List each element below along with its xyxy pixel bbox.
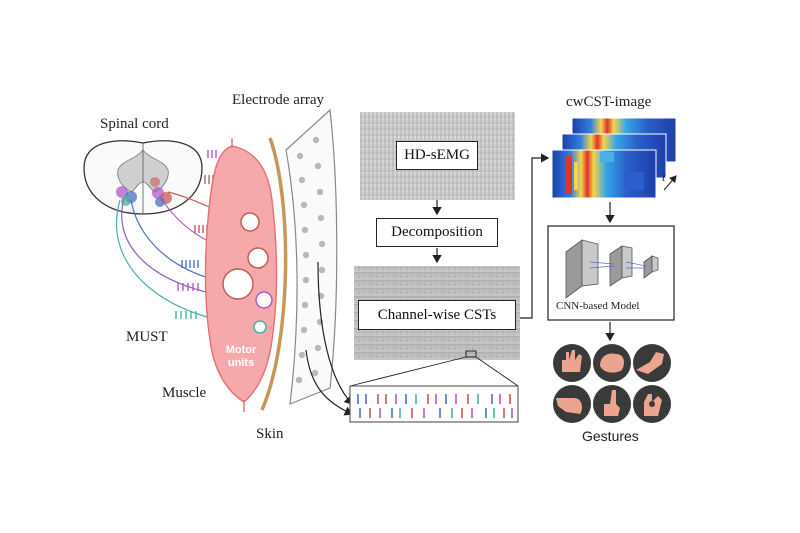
spinal-cord-label: Spinal cord <box>100 116 169 132</box>
time-axis-label: t <box>662 170 666 184</box>
hd-semg-box: HD-sEMG <box>396 141 478 170</box>
channel-wise-csts-box: Channel-wise CSTs <box>358 300 516 330</box>
motor-unit <box>253 320 267 334</box>
spinal-cord <box>83 140 203 215</box>
skin-label: Skin <box>256 426 284 442</box>
motor-units-label-line1: Motor <box>225 344 257 356</box>
pointing-hand-icon <box>593 385 631 423</box>
wrist-flexion-icon <box>553 385 591 423</box>
muscle <box>204 138 278 412</box>
fist-icon <box>593 344 631 382</box>
must-label: MUST <box>126 329 168 345</box>
gesture-grid <box>553 344 671 423</box>
electrode-array-label: Electrode array <box>232 92 325 108</box>
zoom-window <box>465 350 477 358</box>
motor-unit <box>247 247 269 269</box>
cnn-layers <box>565 239 659 299</box>
ok-sign-icon <box>633 385 671 423</box>
motor-units-label-line2: units <box>227 357 255 369</box>
time-axis-arrow <box>663 175 677 191</box>
signal-arrow-1 <box>317 261 353 405</box>
motor-unit <box>240 212 260 232</box>
cwcst-image-label: cwCST-image <box>566 94 652 110</box>
spike-train-marks <box>357 394 513 418</box>
motor-unit <box>255 291 273 309</box>
wrist-extension-icon <box>633 344 671 382</box>
cwcst-heatmap-stack <box>551 117 677 199</box>
gestures-label: Gestures <box>582 428 639 444</box>
decomposition-box: Decomposition <box>376 218 498 247</box>
cnn-model-label: CNN-based Model <box>556 300 640 312</box>
muscle-label: Muscle <box>162 385 207 401</box>
bracket-connector <box>520 153 550 319</box>
motor-units-label: Motor units <box>214 344 268 370</box>
skin-layer <box>260 137 288 411</box>
signal-arrow-2 <box>305 349 354 416</box>
open-hand-icon <box>553 344 591 382</box>
motor-unit <box>222 268 254 300</box>
